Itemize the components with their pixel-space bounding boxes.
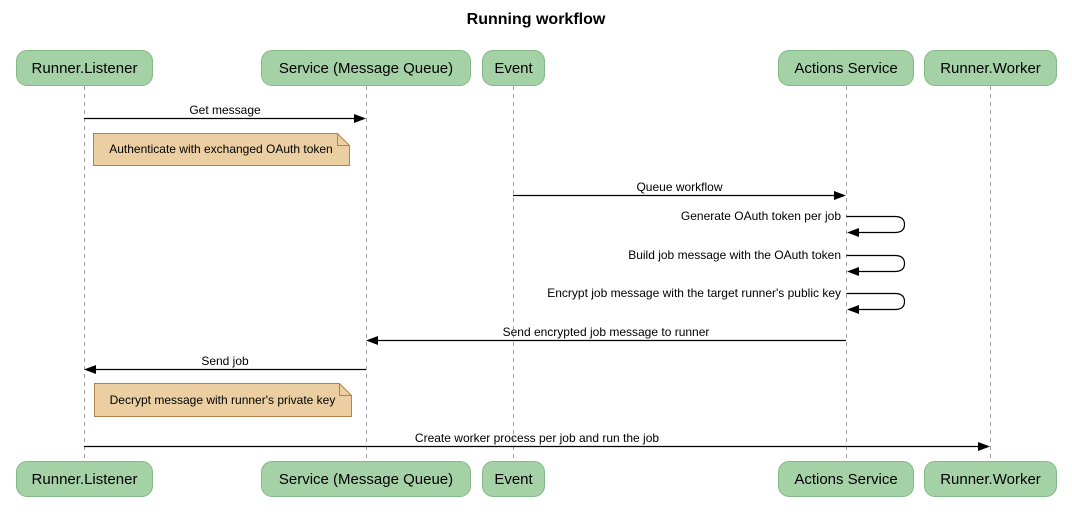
message-label-send-job: Send job <box>201 354 249 368</box>
participant-event-bottom: Event <box>482 461 545 497</box>
message-label-send-encrypted-job-message: Send encrypted job message to runner <box>502 325 710 339</box>
participant-runner-worker-top: Runner.Worker <box>924 50 1057 86</box>
participant-actions-service-bottom: Actions Service <box>778 461 914 497</box>
participant-label: Runner.Worker <box>940 470 1041 488</box>
arrowhead-encrypt-job-message <box>847 305 859 314</box>
participant-runner-listener-top: Runner.Listener <box>16 50 153 86</box>
participant-label: Event <box>494 470 533 488</box>
note-decrypt-fold <box>339 383 352 396</box>
participant-service-message-queue-bottom: Service (Message Queue) <box>261 461 471 497</box>
participant-label: Actions Service <box>794 59 898 77</box>
diagram-title: Running workflow <box>466 11 606 28</box>
participant-runner-listener-bottom: Runner.Listener <box>16 461 153 497</box>
participant-label: Service (Message Queue) <box>278 470 454 488</box>
arrowhead-send-encrypted-job-message <box>366 336 378 345</box>
note-authenticate-fold <box>337 133 350 146</box>
message-label-generate-oauth-token: Generate OAuth token per job <box>680 209 841 223</box>
selfloop-generate-oauth-token <box>846 215 906 234</box>
message-label-encrypt-job-message: Encrypt job message with the target runn… <box>547 286 841 300</box>
participant-runner-worker-bottom: Runner.Worker <box>924 461 1057 497</box>
participant-actions-service-top: Actions Service <box>778 50 914 86</box>
arrowhead-queue-workflow <box>834 191 846 200</box>
participant-label: Service (Message Queue) <box>278 59 454 77</box>
arrowhead-create-worker-process <box>978 442 990 451</box>
message-label-queue-workflow: Queue workflow <box>636 180 723 194</box>
arrowhead-send-job <box>84 365 96 374</box>
participant-label: Runner.Listener <box>31 59 138 77</box>
arrowhead-generate-oauth-token <box>847 228 859 237</box>
note-decrypt-text: Decrypt message with runner's private ke… <box>109 392 336 407</box>
participant-label: Runner.Worker <box>940 59 1041 77</box>
arrowhead-build-job-message <box>847 267 859 276</box>
selfloop-build-job-message <box>846 254 906 273</box>
message-label-build-job-message: Build job message with the OAuth token <box>628 248 841 262</box>
participant-label: Event <box>494 59 533 77</box>
participant-service-message-queue-top: Service (Message Queue) <box>261 50 471 86</box>
note-authenticate-text: Authenticate with exchanged OAuth token <box>109 142 333 156</box>
message-label-get-message: Get message <box>189 103 261 117</box>
note-decrypt-shape <box>94 383 352 417</box>
note-authenticate-shape <box>93 133 350 166</box>
participant-event-top: Event <box>482 50 545 86</box>
selfloop-encrypt-job-message <box>846 292 906 311</box>
participant-label: Actions Service <box>794 470 898 488</box>
participant-label: Runner.Listener <box>31 470 138 488</box>
message-label-create-worker-process: Create worker process per job and run th… <box>414 431 660 445</box>
arrowhead-get-message <box>354 114 366 123</box>
